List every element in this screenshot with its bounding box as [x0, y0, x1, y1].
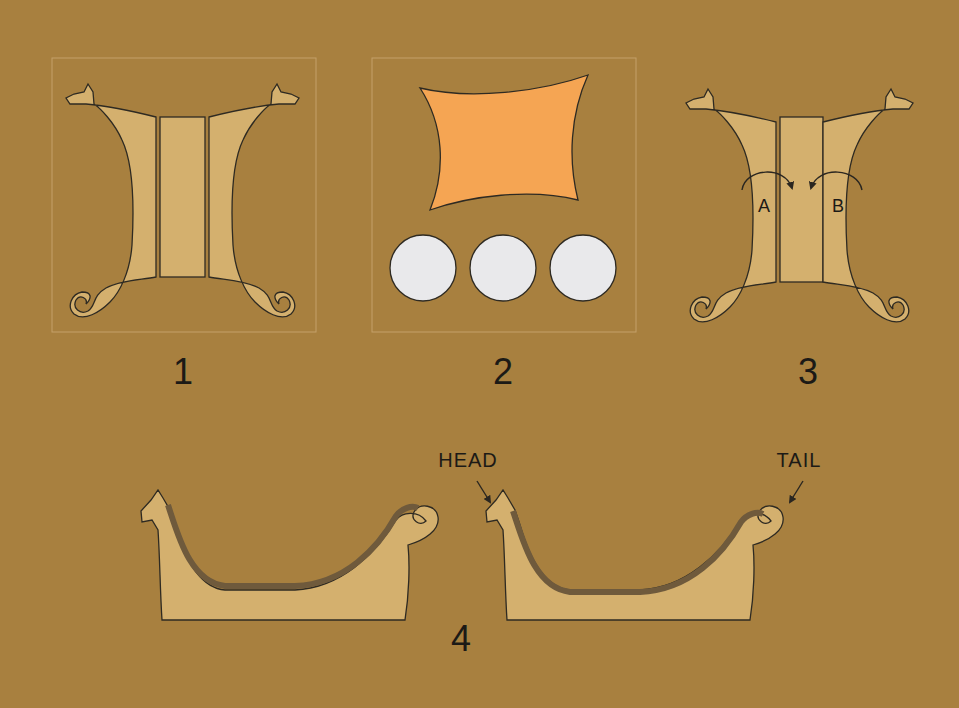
step-number: 1	[173, 354, 193, 390]
part-label: HEAD	[438, 450, 498, 470]
white-disc	[390, 235, 456, 301]
cutout-figure	[66, 84, 299, 317]
boat-figure	[141, 490, 438, 620]
cutout-figure	[686, 89, 913, 322]
leader-arrow	[477, 481, 490, 502]
orange-sheet	[420, 75, 588, 210]
step-number: 2	[493, 354, 513, 390]
fold-label: A	[758, 197, 770, 215]
fold-label: B	[832, 197, 844, 215]
center-strip	[160, 117, 205, 277]
step-number: 4	[451, 621, 471, 657]
white-disc	[470, 235, 536, 301]
center-strip	[780, 117, 823, 282]
boat-figure	[486, 490, 783, 620]
panel-frame	[372, 58, 636, 332]
left-piece	[686, 89, 776, 322]
fold-arrow	[811, 172, 862, 190]
part-label: TAIL	[777, 450, 822, 470]
leader-arrow	[790, 481, 803, 502]
left-piece	[66, 84, 156, 317]
step-number: 3	[798, 354, 818, 390]
right-piece	[823, 89, 913, 322]
right-piece	[209, 84, 299, 317]
white-disc	[550, 235, 616, 301]
fold-arrow	[742, 172, 792, 190]
panel-frame	[52, 58, 316, 332]
